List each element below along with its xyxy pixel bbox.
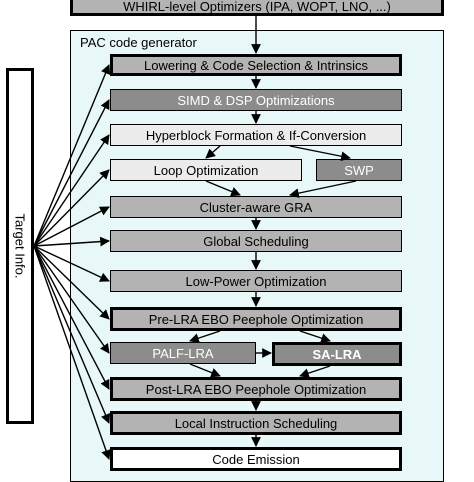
swp-box: SWP: [316, 159, 402, 181]
sa-lra-label: SA-LRA: [312, 346, 362, 362]
simd-box: SIMD & DSP Optimizations: [110, 89, 402, 111]
target-info-label: Target Info.: [12, 213, 28, 279]
local-scheduling-label: Local Instruction Scheduling: [174, 415, 338, 431]
swp-label: SWP: [344, 162, 374, 178]
cluster-gra-box: Cluster-aware GRA: [110, 196, 402, 218]
loop-optimization-label: Loop Optimization: [153, 162, 259, 178]
lowering-box: Lowering & Code Selection & Intrinsics: [110, 54, 402, 76]
post-lra-box: Post-LRA EBO Peephole Optimization: [110, 377, 402, 401]
cluster-gra-label: Cluster-aware GRA: [199, 199, 313, 215]
lowering-label: Lowering & Code Selection & Intrinsics: [143, 57, 368, 73]
hyperblock-label: Hyperblock Formation & If-Conversion: [145, 127, 367, 143]
low-power-label: Low-Power Optimization: [185, 273, 327, 289]
global-scheduling-label: Global Scheduling: [203, 233, 309, 249]
pre-lra-box: Pre-LRA EBO Peephole Optimization: [110, 307, 402, 331]
whirl-optimizers-box: WHIRL-level Optimizers (IPA, WOPT, LNO, …: [70, 0, 444, 16]
post-lra-label: Post-LRA EBO Peephole Optimization: [145, 381, 367, 397]
local-scheduling-box: Local Instruction Scheduling: [110, 411, 402, 435]
palf-lra-label: PALF-LRA: [152, 345, 214, 361]
target-info-box: Target Info.: [6, 68, 34, 424]
simd-label: SIMD & DSP Optimizations: [177, 92, 335, 108]
code-emission-label: Code Emission: [212, 451, 300, 467]
pre-lra-label: Pre-LRA EBO Peephole Optimization: [148, 311, 364, 327]
palf-lra-box: PALF-LRA: [110, 342, 256, 364]
whirl-optimizers-label: WHIRL-level Optimizers (IPA, WOPT, LNO, …: [123, 0, 391, 14]
global-scheduling-box: Global Scheduling: [110, 230, 402, 252]
sa-lra-box: SA-LRA: [272, 342, 402, 366]
code-emission-box: Code Emission: [110, 447, 402, 471]
loop-optimization-box: Loop Optimization: [110, 159, 302, 181]
low-power-box: Low-Power Optimization: [110, 270, 402, 292]
pac-code-generator-title: PAC code generator: [80, 35, 197, 50]
hyperblock-box: Hyperblock Formation & If-Conversion: [110, 124, 402, 146]
